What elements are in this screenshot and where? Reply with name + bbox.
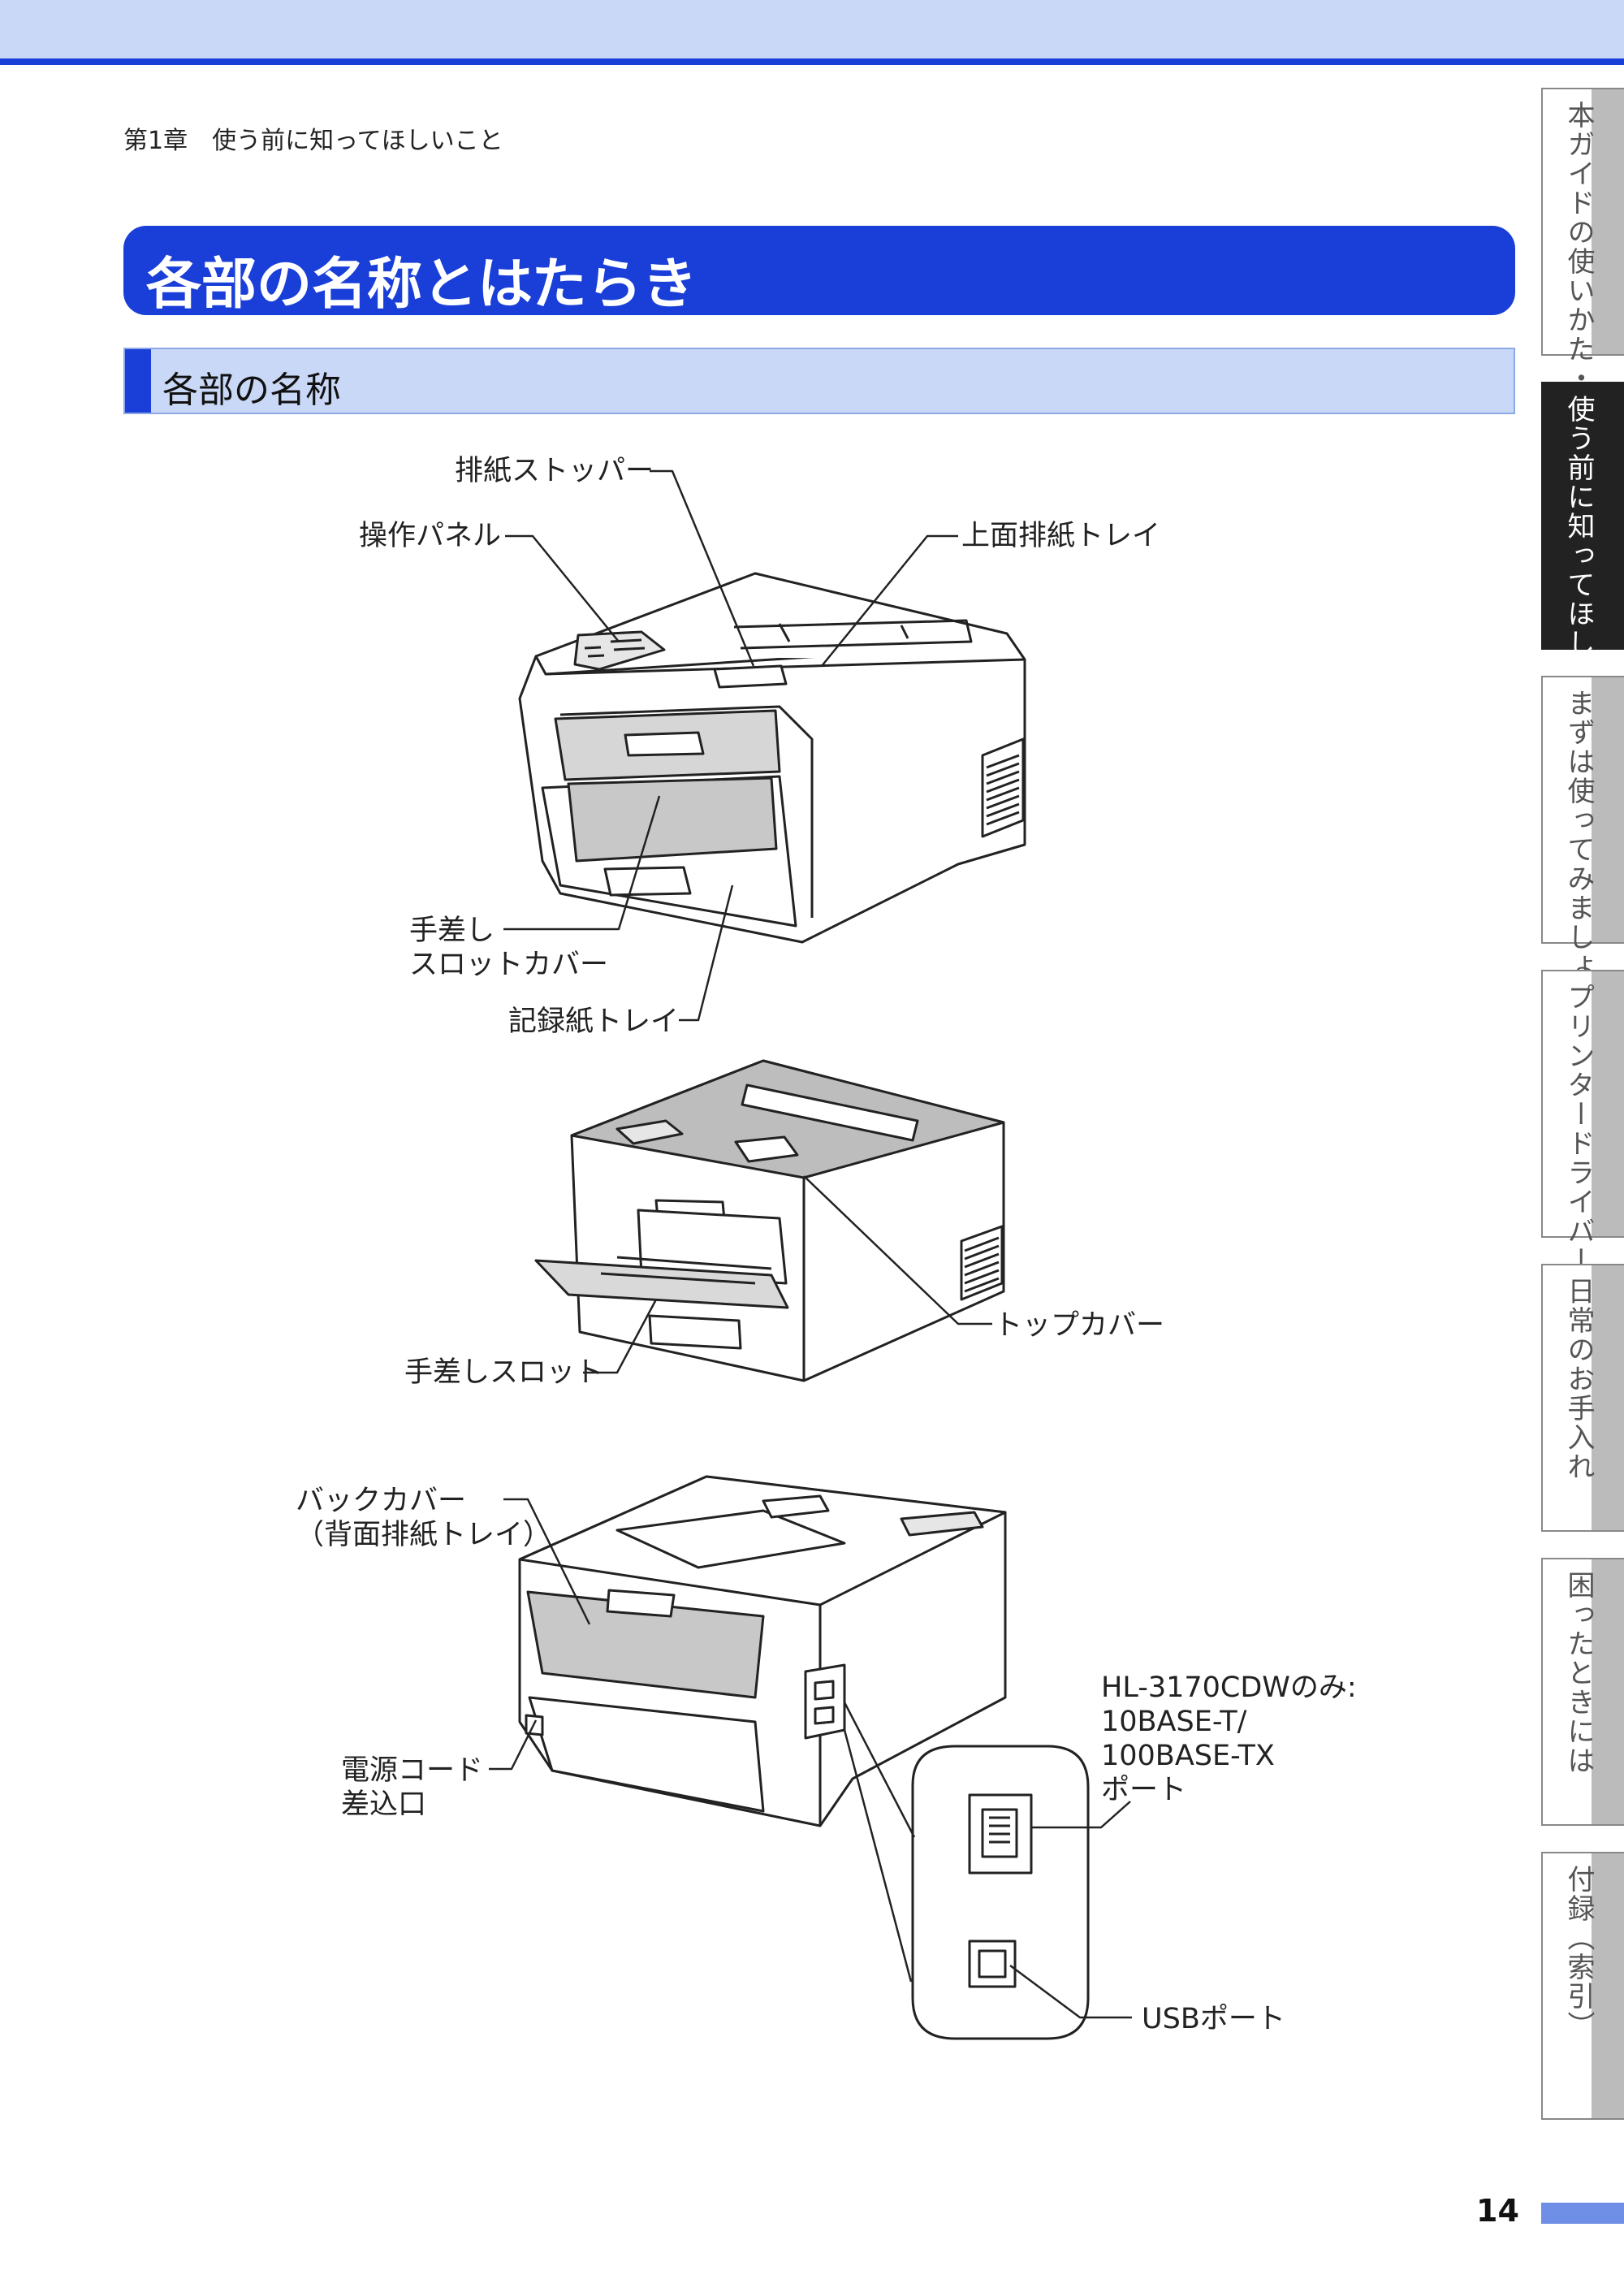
leader-lines <box>489 469 1132 2019</box>
tab-before-use[interactable]: 使う前に知ってほしいこと <box>1541 382 1624 746</box>
page-title: 各部の名称とはたらき <box>146 253 698 317</box>
chapter-header: 第1章 使う前に知ってほしいこと <box>123 127 503 155</box>
tab-stripe <box>1592 1265 1624 1530</box>
label-power-socket-line2: 差込口 <box>341 1788 427 1821</box>
label-back-cover-line2: （背面排紙トレイ） <box>296 1519 552 1551</box>
section-marker <box>125 349 151 413</box>
tab-printer-driver[interactable]: プリンタードライバー <box>1541 970 1624 1275</box>
label-lan-note-line2: 10BASE-T/ <box>1101 1706 1247 1738</box>
section-heading-bar: 各部の名称 <box>123 348 1515 414</box>
tab-stripe <box>1592 89 1624 354</box>
tab-label: 付録（索引） <box>1562 1865 1595 2040</box>
tab-maintenance[interactable]: 日常のお手入れ <box>1541 1264 1624 1532</box>
tab-label: まずは使ってみましょう <box>1562 689 1595 1010</box>
page-number-bar <box>1541 2203 1624 2224</box>
label-top-output-tray: 上面排紙トレイ <box>961 520 1161 552</box>
usb-port-icon <box>968 1940 1017 1988</box>
label-top-cover: トップカバー <box>994 1309 1165 1342</box>
port-closeup-frame <box>911 1745 1090 2040</box>
tab-label: プリンタードライバー <box>1562 983 1595 1275</box>
tab-troubleshooting[interactable]: 困ったときには <box>1541 1558 1624 1826</box>
tab-label: 困ったときには <box>1562 1571 1595 1775</box>
printer-illustrations <box>489 469 1132 2040</box>
section-heading: 各部の名称 <box>162 370 341 411</box>
tab-stripe <box>1592 1559 1624 1824</box>
tab-guide-contents[interactable]: 本ガイドの使いかた・目次 <box>1541 88 1624 452</box>
label-paper-tray: 記録紙トレイ <box>508 1005 680 1038</box>
label-manual-slot-cover-line2: スロットカバー <box>409 949 609 981</box>
label-lan-note-line3: 100BASE-TX <box>1101 1740 1275 1772</box>
label-back-cover-line1: バックカバー <box>296 1485 467 1517</box>
tab-stripe <box>1592 971 1624 1236</box>
label-manual-slot: 手差しスロット <box>404 1356 604 1389</box>
printer-back-illustration <box>518 1475 1007 1827</box>
label-usb-port: USBポート <box>1142 2003 1285 2035</box>
tab-getting-started[interactable]: まずは使ってみましょう <box>1541 676 1624 1010</box>
lan-port-icon <box>968 1793 1033 1875</box>
top-band <box>0 0 1624 58</box>
printer-open-slot-illustration <box>534 1059 1005 1382</box>
tab-stripe <box>1592 1853 1624 2118</box>
page-title-bar: 各部の名称とはたらき <box>123 226 1515 317</box>
tab-stripe <box>1592 383 1624 648</box>
label-control-panel: 操作パネル <box>359 520 502 552</box>
printer-front-illustration <box>518 572 1026 944</box>
label-manual-slot-cover-line1: 手差し <box>409 915 495 947</box>
label-paper-stopper: 排紙ストッパー <box>455 455 654 487</box>
tab-label: 日常のお手入れ <box>1562 1277 1595 1481</box>
tab-appendix[interactable]: 付録（索引） <box>1541 1852 1624 2120</box>
top-rule <box>0 58 1624 65</box>
page-number: 14 <box>1476 2193 1519 2229</box>
label-power-socket-line1: 電源コード <box>341 1754 484 1787</box>
tab-stripe <box>1592 677 1624 942</box>
label-lan-note-line4: ポート <box>1101 1774 1187 1806</box>
label-lan-note-line1: HL-3170CDWのみ: <box>1101 1671 1357 1704</box>
